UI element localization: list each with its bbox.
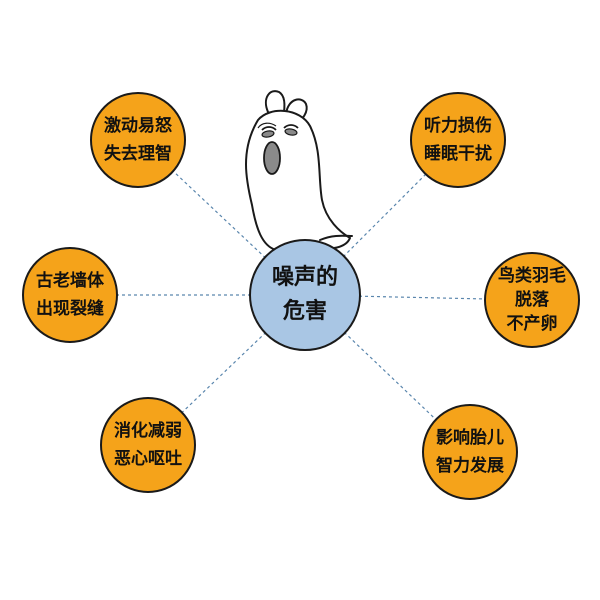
hazard-node-top-right: 听力损伤 睡眠干扰 xyxy=(410,92,506,188)
hazard-node-bottom-right: 影响胎儿 智力发展 xyxy=(422,404,518,500)
hazard-node-line: 恶心呕吐 xyxy=(114,449,182,469)
hazard-node-line: 鸟类羽毛 xyxy=(498,266,566,286)
hazard-node-line: 听力损伤 xyxy=(424,116,492,136)
hazard-node-line: 激动易怒 xyxy=(104,116,172,136)
center-topic-circle: 噪声的 危害 xyxy=(249,239,361,351)
hazard-node-middle-right: 鸟类羽毛 脱落 不产卵 xyxy=(484,252,580,348)
hazard-node-line: 古老墙体 xyxy=(36,271,104,291)
hazard-node-middle-left: 古老墙体 出现裂缝 xyxy=(22,247,118,343)
center-topic-line-1: 噪声的 xyxy=(271,265,338,290)
hazard-node-top-left: 激动易怒 失去理智 xyxy=(90,92,186,188)
hazard-node-line: 失去理智 xyxy=(104,144,172,164)
hazard-node-line: 不产卵 xyxy=(506,314,558,334)
hazard-node-line: 智力发展 xyxy=(436,456,504,476)
hazard-node-line: 消化减弱 xyxy=(114,421,182,441)
hazard-node-line: 出现裂缝 xyxy=(36,299,104,319)
hazard-node-line: 睡眠干扰 xyxy=(424,144,492,164)
hazard-node-bottom-left: 消化减弱 恶心呕吐 xyxy=(100,397,196,493)
center-topic-line-2: 危害 xyxy=(282,299,327,324)
hazard-node-line: 脱落 xyxy=(515,290,549,310)
hazard-node-line: 影响胎儿 xyxy=(436,428,504,448)
